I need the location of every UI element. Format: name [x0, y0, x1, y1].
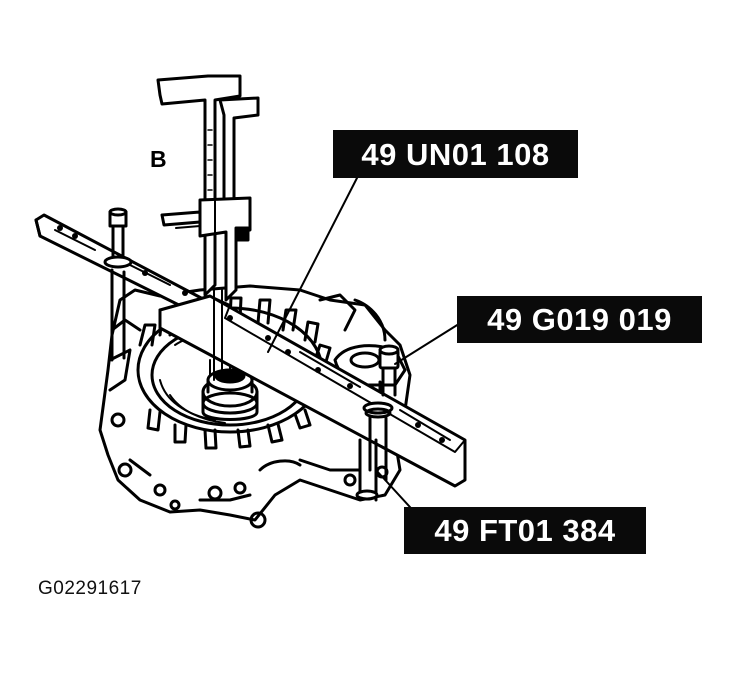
right-bolt	[349, 344, 400, 482]
left-bolt-post	[103, 207, 133, 362]
leader-line-g019	[394, 321, 463, 365]
main-cross-bar	[158, 294, 467, 488]
view-letter-b: B	[150, 146, 167, 172]
leader-line-un01	[267, 175, 359, 353]
figure-id: G02291617	[38, 578, 142, 599]
vernier-caliper	[156, 74, 260, 381]
right-upright-post	[355, 438, 379, 502]
tool-label-49-ft01-384: 49 FT01 384	[404, 507, 646, 554]
tool-label-49-g019-019: 49 G019 019	[457, 296, 702, 343]
tool-label-49-un01-108: 49 UN01 108	[333, 130, 578, 178]
